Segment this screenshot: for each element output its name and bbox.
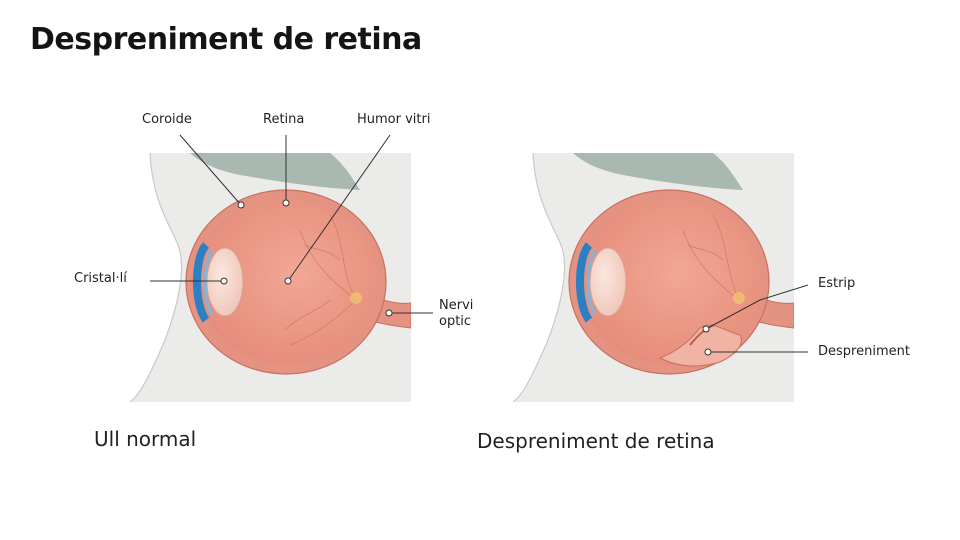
cornea xyxy=(193,242,210,323)
label-detachment: Despreniment xyxy=(818,344,910,359)
label-optic-nerve-line2: optic xyxy=(439,314,472,329)
face-profile xyxy=(95,153,182,402)
optic-disc xyxy=(733,292,745,304)
blood-vessels xyxy=(284,214,357,346)
label-vitreous: Humor vitri xyxy=(357,112,431,127)
label-tear: Estrip xyxy=(818,276,856,291)
eyebrow-shape xyxy=(190,153,360,190)
face-profile xyxy=(478,153,565,402)
label-choroid: Coroide xyxy=(142,112,192,127)
detached-eye-panel xyxy=(478,153,794,402)
normal-eye-panel xyxy=(95,153,411,402)
caption-detached-retina: Despreniment de retina xyxy=(477,429,715,453)
label-retina: Retina xyxy=(263,112,305,127)
retinal-detachment xyxy=(658,324,742,367)
cornea xyxy=(576,242,593,323)
lens xyxy=(589,247,627,317)
left-leader-dots xyxy=(220,199,393,317)
left-leader-lines xyxy=(150,134,433,314)
right-leader-lines xyxy=(705,284,809,353)
caption-normal-eye: Ull normal xyxy=(94,427,197,451)
right-leader-dots xyxy=(702,325,712,356)
eyebrow-shape xyxy=(573,153,743,190)
label-lens: Cristal·lí xyxy=(74,271,127,286)
page-title: Despreniment de retina xyxy=(30,22,422,57)
blood-vessels xyxy=(682,214,740,301)
optic-disc xyxy=(350,292,362,304)
label-optic-nerve-line1: Nervi xyxy=(439,298,474,313)
